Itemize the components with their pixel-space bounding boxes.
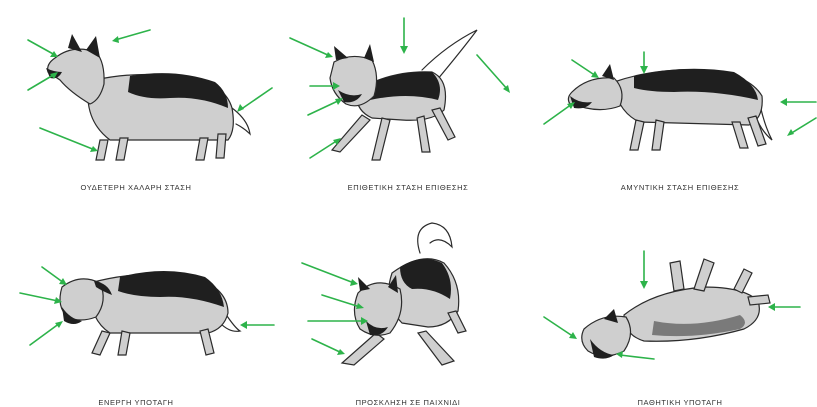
play-invitation-dog-illustration xyxy=(272,203,544,406)
defensive-dog-illustration xyxy=(544,0,816,203)
panel-active-submission: ΕΝΕΡΓΗ ΥΠΟΤΑΓΗ xyxy=(0,203,272,406)
panel-passive-submission: ΠΑΘΗΤΙΚΗ ΥΠΟΤΑΓΗ xyxy=(544,203,816,406)
caption-active-submission: ΕΝΕΡΓΗ ΥΠΟΤΑΓΗ xyxy=(0,398,272,407)
caption-neutral: ΟΥΔΕΤΕΡΗ ΧΑΛΑΡΗ ΣΤΑΣΗ xyxy=(0,183,272,192)
caption-offensive: ΕΠΙΘΕΤΙΚΗ ΣΤΑΣΗ ΕΠΙΘΕΣΗΣ xyxy=(272,183,544,192)
caption-defensive: ΑΜΥΝΤΙΚΗ ΣΤΑΣΗ ΕΠΙΘΕΣΗΣ xyxy=(544,183,816,192)
neutral-dog-illustration xyxy=(0,0,272,203)
active-submission-dog xyxy=(60,271,240,355)
neutral-dog xyxy=(46,34,250,160)
play-invitation-dog xyxy=(342,223,466,365)
defensive-dog xyxy=(568,64,772,150)
passive-submission-dog xyxy=(582,259,770,359)
caption-passive-submission: ΠΑΘΗΤΙΚΗ ΥΠΟΤΑΓΗ xyxy=(544,398,816,407)
panel-defensive: ΑΜΥΝΤΙΚΗ ΣΤΑΣΗ ΕΠΙΘΕΣΗΣ xyxy=(544,0,816,203)
panel-offensive: ΕΠΙΘΕΤΙΚΗ ΣΤΑΣΗ ΕΠΙΘΕΣΗΣ xyxy=(272,0,544,203)
caption-play-invitation: ΠΡΟΣΚΛΗΣΗ ΣΕ ΠΑΙΧΝΙΔΙ xyxy=(272,398,544,407)
active-submission-dog-illustration xyxy=(0,203,272,406)
panel-play-invitation: ΠΡΟΣΚΛΗΣΗ ΣΕ ΠΑΙΧΝΙΔΙ xyxy=(272,203,544,406)
offensive-dog-illustration xyxy=(272,0,544,203)
panel-neutral: ΟΥΔΕΤΕΡΗ ΧΑΛΑΡΗ ΣΤΑΣΗ xyxy=(0,0,272,203)
passive-submission-dog-illustration xyxy=(544,203,816,406)
